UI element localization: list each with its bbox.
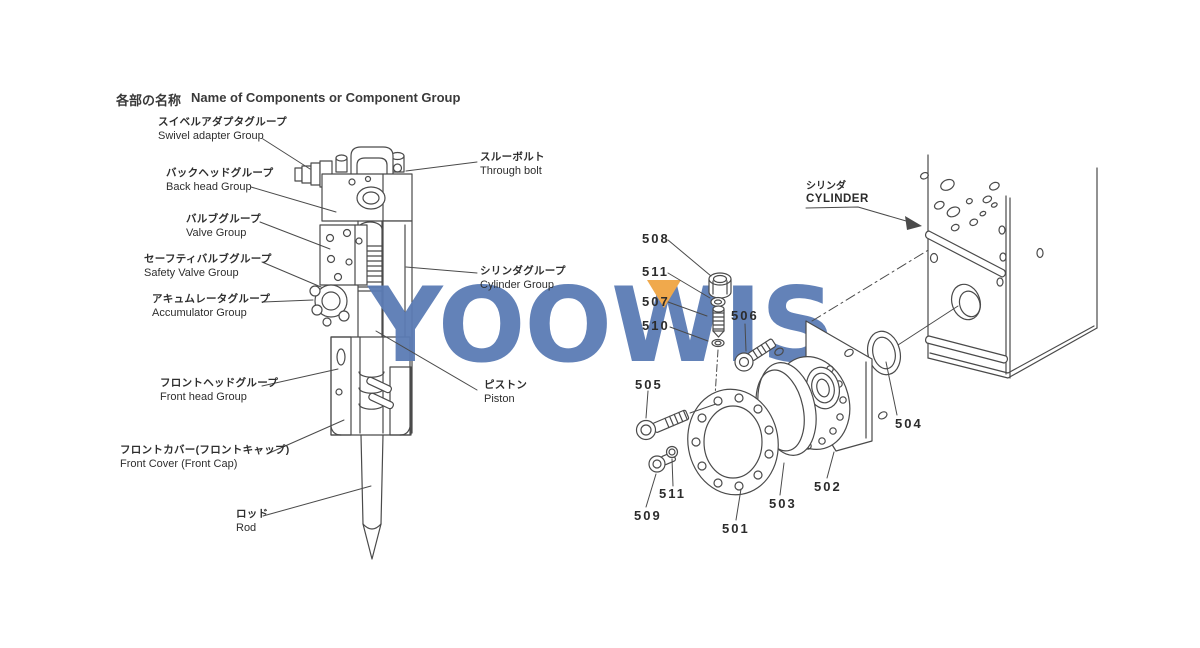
label-cylinder-group-en: Cylinder Group bbox=[480, 279, 554, 291]
label-back-head-group-jp: バックヘッドグループ bbox=[166, 167, 274, 179]
label-accumulator-group-jp: アキュムレータグループ bbox=[152, 293, 271, 305]
label-front-head-group-en: Front head Group bbox=[160, 391, 247, 403]
part-number-505: 505 bbox=[635, 377, 663, 392]
part-511-oring-lower-drawing bbox=[665, 445, 679, 459]
cylinder-callout-arrow bbox=[805, 206, 922, 230]
label-front-head-group-jp: フロントヘッドグループ bbox=[160, 377, 279, 389]
watermark-triangle-icon bbox=[647, 280, 681, 308]
label-swivel-adapter-group-en: Swivel adapter Group bbox=[158, 130, 264, 142]
label-front-cover-jp: フロントカバー(フロントキャップ) bbox=[120, 444, 290, 456]
label-rod: ロッド Rod bbox=[236, 508, 268, 535]
part-number-511: 511 bbox=[642, 264, 669, 279]
label-rod-jp: ロッド bbox=[236, 508, 269, 520]
part-number-506: 506 bbox=[731, 308, 759, 323]
label-through-bolt-en: Through bolt bbox=[480, 165, 542, 177]
label-front-cover-en: Front Cover (Front Cap) bbox=[120, 458, 238, 470]
page-title-jp: 各部の名称 bbox=[116, 93, 182, 108]
label-back-head-group-en: Back head Group bbox=[166, 181, 252, 193]
part-501-flange-drawing bbox=[687, 388, 779, 496]
cylinder-callout-jp: シリンダ bbox=[806, 181, 846, 192]
leader-lines-right bbox=[645, 239, 898, 521]
label-front-cover: フロントカバー(フロントキャップ) Front Cover (Front Cap… bbox=[120, 444, 290, 471]
leader-lines-left bbox=[250, 138, 478, 517]
label-valve-group-jp: バルブグループ bbox=[186, 213, 261, 225]
watermark-text: YOOWIS bbox=[367, 266, 834, 386]
label-safety-valve-group-jp: セーフティバルブグループ bbox=[144, 253, 272, 265]
part-number-509: 509 bbox=[634, 508, 662, 523]
label-rod-en: Rod bbox=[236, 522, 257, 534]
part-number-503: 503 bbox=[769, 496, 797, 511]
part-number-501: 501 bbox=[722, 521, 750, 536]
label-safety-valve-group-en: Safety Valve Group bbox=[144, 267, 239, 279]
label-front-head-group: フロントヘッドグループ Front head Group bbox=[160, 377, 278, 404]
part-506-bolt-drawing bbox=[734, 338, 777, 372]
label-through-bolt-jp: スルーボルト bbox=[480, 151, 545, 163]
part-number-507: 507 bbox=[642, 294, 670, 309]
part-505-bolt-drawing bbox=[635, 403, 717, 441]
label-piston-jp: ピストン bbox=[484, 379, 528, 391]
label-safety-valve-group: セーフティバルブグループ Safety Valve Group bbox=[144, 253, 272, 280]
cylinder-callout-en: CYLINDER bbox=[806, 193, 869, 205]
label-piston: ピストン Piston bbox=[484, 379, 527, 406]
part-number-504: 504 bbox=[895, 416, 923, 431]
part-508-plug-drawing bbox=[708, 272, 732, 299]
label-through-bolt: スルーボルト Through bolt bbox=[480, 151, 545, 178]
label-cylinder-group: シリンダグループ Cylinder Group bbox=[480, 265, 566, 292]
label-cylinder-group-jp: シリンダグループ bbox=[480, 265, 566, 277]
page-title: 各部の名称 Name of Components or Component Gr… bbox=[116, 90, 460, 109]
part-510-oring-drawing bbox=[711, 338, 725, 348]
part-number-502: 502 bbox=[814, 479, 842, 494]
part-number-508: 508 bbox=[642, 231, 670, 246]
cylinder-callout: シリンダ CYLINDER bbox=[806, 181, 869, 205]
label-swivel-adapter-group: スイベルアダプタグループ Swivel adapter Group bbox=[158, 116, 287, 143]
label-piston-en: Piston bbox=[484, 393, 515, 405]
label-accumulator-group: アキュムレータグループ Accumulator Group bbox=[152, 293, 270, 320]
label-swivel-adapter-group-jp: スイベルアダプタグループ bbox=[158, 116, 287, 128]
label-accumulator-group-en: Accumulator Group bbox=[152, 307, 247, 319]
cylinder-block-drawing bbox=[919, 154, 1098, 379]
label-back-head-group: バックヘッドグループ Back head Group bbox=[166, 167, 273, 194]
label-valve-group-en: Valve Group bbox=[186, 227, 247, 239]
part-number-510: 510 bbox=[642, 318, 670, 333]
breaker-assembly-drawing bbox=[294, 146, 413, 560]
part-507-valve-drawing bbox=[712, 305, 725, 338]
part-511-oring-upper-drawing bbox=[710, 296, 726, 308]
label-valve-group: バルブグループ Valve Group bbox=[186, 213, 261, 240]
part-number-511b: 511 bbox=[659, 486, 686, 501]
page-title-en: Name of Components or Component Group bbox=[191, 90, 461, 105]
watermark: YOOWIS bbox=[367, 266, 835, 386]
exploded-view-drawing bbox=[635, 154, 1098, 521]
